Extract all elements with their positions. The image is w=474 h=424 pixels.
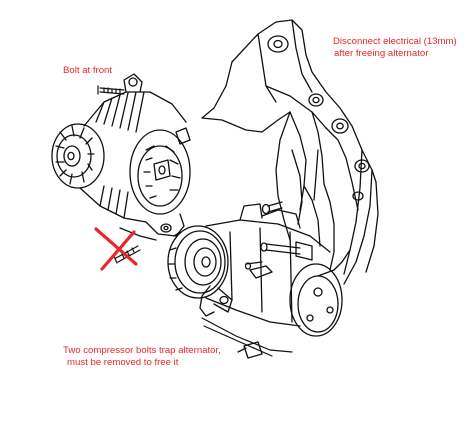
annotation-line: must be removed to free it bbox=[67, 356, 179, 368]
annotation-compressor-bolts: Two compressor bolts trap alternator, mu… bbox=[63, 345, 221, 368]
annotation-disconnect-electrical: Disconnect electrical (13mm) after freei… bbox=[333, 36, 457, 59]
strike-x-mark bbox=[94, 227, 138, 271]
annotation-line: after freeing alternator bbox=[334, 47, 429, 59]
front-bolt bbox=[97, 85, 125, 95]
ac-compressor bbox=[167, 203, 343, 359]
mounting-bracket bbox=[201, 19, 379, 285]
alternator bbox=[51, 73, 191, 241]
annotation-line: Two compressor bolts trap alternator, bbox=[63, 345, 221, 356]
compressor-strap bbox=[201, 317, 293, 357]
annotation-bolt-at-front: Bolt at front bbox=[63, 65, 112, 77]
annotation-line: Disconnect electrical (13mm) bbox=[333, 36, 457, 47]
annotation-line: Bolt at front bbox=[63, 65, 113, 76]
